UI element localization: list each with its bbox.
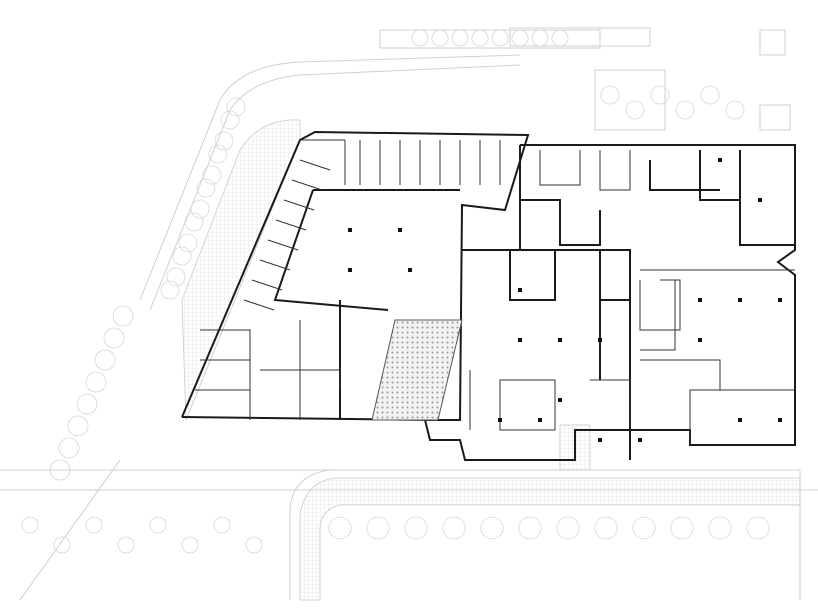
structural-column: [758, 198, 762, 202]
tree: [650, 85, 670, 105]
structural-column: [718, 158, 722, 162]
structural-column: [738, 298, 742, 302]
tree: [76, 393, 98, 415]
structural-column: [778, 298, 782, 302]
tree: [670, 516, 694, 540]
structural-column: [778, 418, 782, 422]
tree: [675, 100, 695, 120]
tree: [746, 516, 770, 540]
structural-column: [558, 398, 562, 402]
tree: [556, 516, 580, 540]
structural-column: [558, 338, 562, 342]
tree: [85, 371, 107, 393]
tree: [491, 29, 509, 47]
tree: [149, 516, 167, 534]
structural-column: [738, 418, 742, 422]
landscape-trees: [21, 29, 770, 554]
tree: [531, 29, 549, 47]
tree: [471, 29, 489, 47]
tree: [85, 516, 103, 534]
tree: [58, 437, 80, 459]
tree: [518, 516, 542, 540]
structural-column: [698, 298, 702, 302]
building: [181, 130, 796, 461]
tree: [196, 178, 216, 198]
structural-column: [518, 338, 522, 342]
tree: [21, 516, 39, 534]
tree: [625, 100, 645, 120]
structural-column: [598, 438, 602, 442]
tree: [700, 85, 720, 105]
site-context: [0, 27, 818, 601]
tree: [431, 29, 449, 47]
structural-column: [398, 228, 402, 232]
tree: [480, 516, 504, 540]
tree: [208, 144, 228, 164]
tree: [328, 516, 352, 540]
tree: [220, 110, 240, 130]
structural-column: [348, 268, 352, 272]
structural-column: [598, 338, 602, 342]
tree: [166, 267, 186, 287]
tree: [411, 29, 429, 47]
tree: [366, 516, 390, 540]
tree: [103, 327, 125, 349]
tree: [632, 516, 656, 540]
tree: [172, 246, 192, 266]
structural-column: [638, 438, 642, 442]
tree: [202, 165, 222, 185]
tree: [511, 29, 529, 47]
tree: [160, 280, 180, 300]
tree: [213, 516, 231, 534]
structural-column: [698, 338, 702, 342]
tree: [112, 305, 134, 327]
tree: [94, 349, 116, 371]
tree: [178, 233, 198, 253]
tree: [49, 459, 71, 481]
tree: [708, 516, 732, 540]
tree: [725, 100, 745, 120]
tree: [404, 516, 428, 540]
tree: [442, 516, 466, 540]
tree: [245, 536, 263, 554]
structural-column: [518, 288, 522, 292]
tree: [226, 97, 246, 117]
tree: [451, 29, 469, 47]
tree: [551, 29, 569, 47]
tree: [181, 536, 199, 554]
tree: [184, 212, 204, 232]
tree: [594, 516, 618, 540]
atrium-courtyard: [371, 319, 463, 421]
structural-column: [348, 228, 352, 232]
tree: [214, 131, 234, 151]
structural-column: [538, 418, 542, 422]
structural-column: [408, 268, 412, 272]
tree: [53, 536, 71, 554]
tree: [600, 85, 620, 105]
tree: [190, 199, 210, 219]
tree: [117, 536, 135, 554]
tree: [67, 415, 89, 437]
structural-column: [498, 418, 502, 422]
